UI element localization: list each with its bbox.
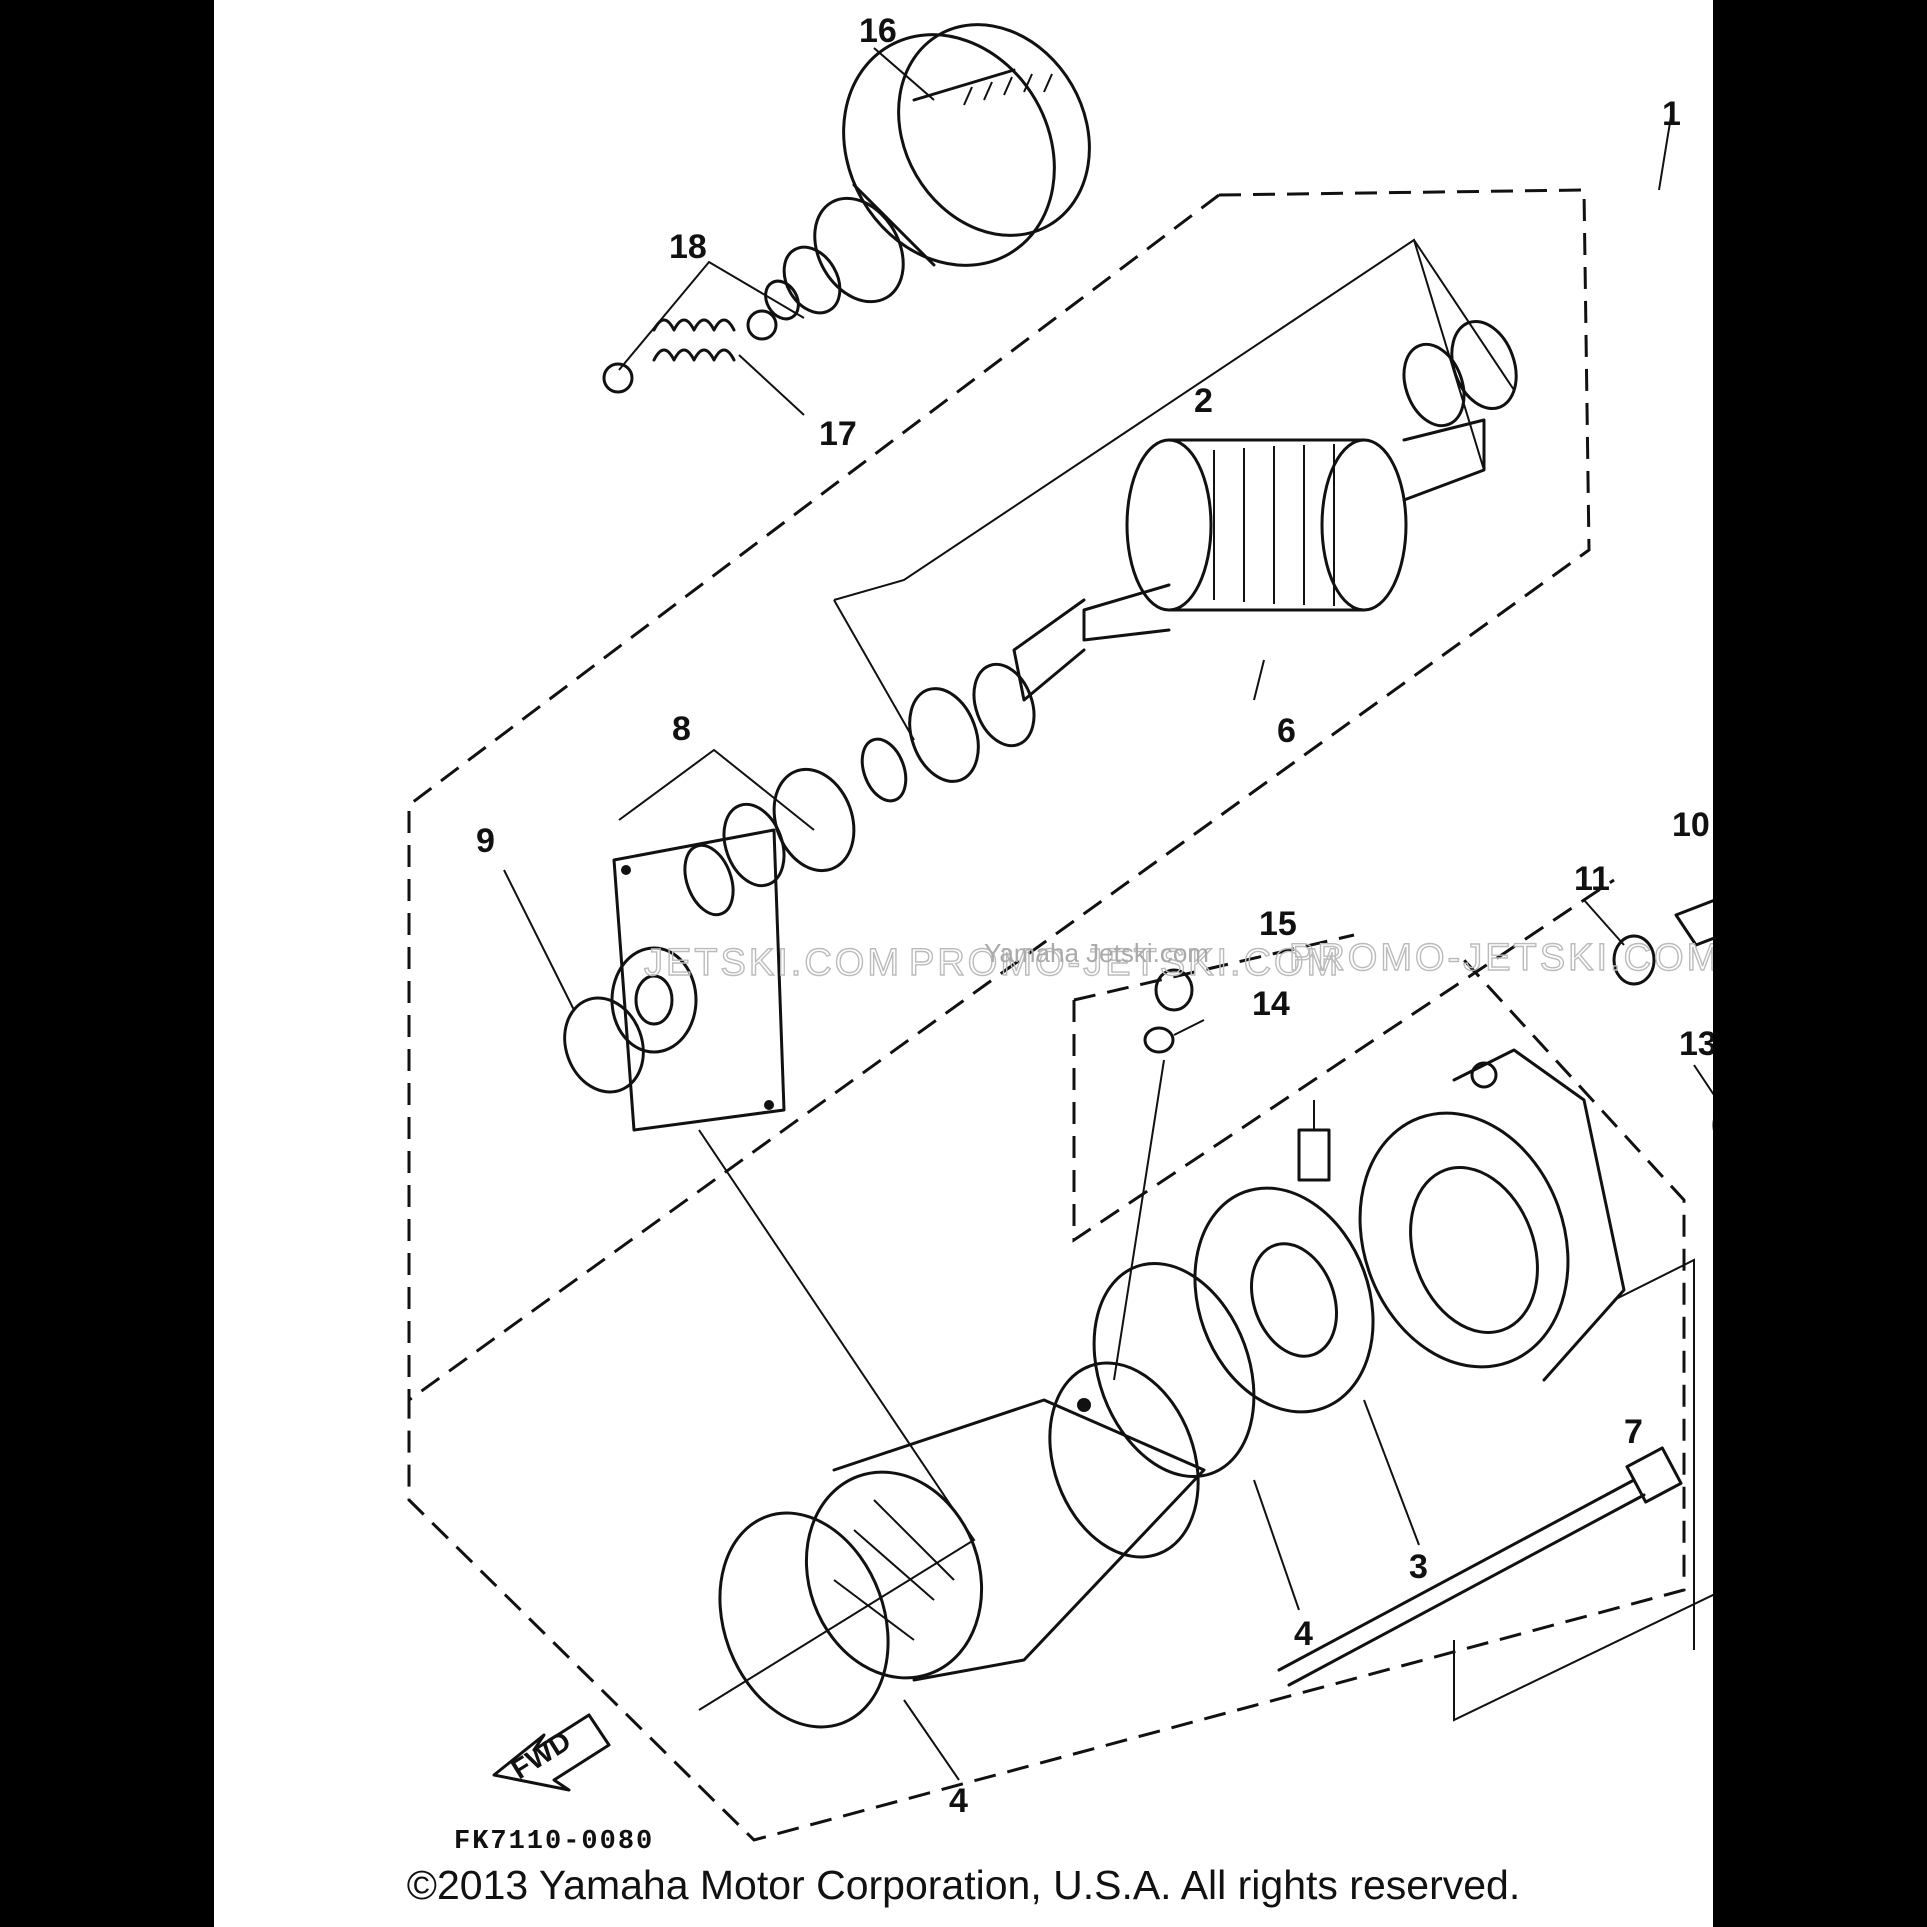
leader-11: [1583, 899, 1625, 946]
callout-4-rear: 4: [1294, 1615, 1313, 1653]
callout-9: 9: [476, 822, 495, 860]
part-9-o-ring: [563, 996, 645, 1094]
leader-14: [1113, 1059, 1165, 1381]
sub-boundary-14-15-top: [1073, 933, 1355, 1002]
part-4-yoke: [804, 1361, 1206, 1682]
leader-2: [833, 238, 1485, 601]
diagram-sheet: FWD JETSKI.COM PROMO-JETSKI.COM PROMO-JE…: [214, 0, 1713, 1927]
callout-14: 14: [1252, 985, 1290, 1023]
armature-washers: [683, 319, 1518, 917]
assembly-boundary-1-top: [407, 193, 1220, 1400]
callout-15: 15: [1259, 905, 1297, 943]
part-4-gasket-front: [718, 1511, 890, 1729]
callout-7: 7: [1624, 1413, 1643, 1451]
leader-4-fan: [698, 1129, 976, 1711]
callout-8: 8: [672, 710, 691, 748]
callout-10: 10: [1672, 806, 1710, 844]
callout-6: 6: [1277, 712, 1296, 750]
fwd-arrow: FWD: [492, 1713, 611, 1792]
part-17-spring: [652, 318, 736, 362]
part-code: FK7110-0080: [454, 1827, 654, 1857]
callout-16: 16: [859, 12, 897, 50]
part-14-washer: [1143, 1026, 1175, 1054]
sub-boundary-14-15: [1072, 878, 1615, 1243]
copyright-notice: ©2013 Yamaha Motor Corporation, U.S.A. A…: [406, 1862, 1521, 1908]
part-15-nut: [1154, 968, 1194, 1012]
leader-18: [618, 260, 805, 371]
assembly-boundary-1: [407, 188, 1686, 1842]
leader-8: [618, 748, 815, 831]
leader-9: [503, 869, 575, 1011]
part-10-bolt: [1674, 899, 1713, 947]
watermark-left: JETSKI.COM: [644, 942, 902, 984]
fwd-label: FWD: [506, 1725, 577, 1785]
part-16-drive-gear: [764, 23, 1091, 321]
callout-3: 3: [1409, 1548, 1428, 1586]
callout-2: 2: [1194, 382, 1213, 420]
part-18-washers: [602, 309, 778, 394]
leader-16: [873, 47, 935, 101]
leader-4-front: [903, 1699, 960, 1781]
part-11-washer: [1612, 934, 1656, 986]
leader-6: [1253, 659, 1265, 701]
leader-5: [1453, 1593, 1713, 1722]
watermark-faint: Yamaha Jetski.com: [984, 938, 1209, 968]
leader-14b: [1173, 1019, 1205, 1036]
part-3-brush-holder: [1193, 1100, 1375, 1414]
leader-13: [1693, 1064, 1713, 1096]
leader-17: [738, 354, 805, 416]
exploded-view-drawing: FWD JETSKI.COM PROMO-JETSKI.COM PROMO-JE…: [407, 12, 1713, 1857]
part-7-rear-cover: [1358, 1048, 1626, 1382]
part-5-through-bolt: [1277, 1446, 1683, 1687]
leader-2c: [1413, 239, 1515, 391]
callout-11: 11: [1574, 860, 1610, 898]
callout-18: 18: [669, 228, 707, 266]
part-4-gasket-rear: [1092, 1261, 1256, 1479]
callout-4-front: 4: [949, 1782, 968, 1820]
watermark-center: PROMO-JETSKI.COM: [909, 942, 1341, 984]
leader-7: [1613, 1258, 1695, 1650]
leader-4-rear: [1253, 1479, 1300, 1611]
leader-2b: [833, 599, 915, 741]
callout-13: 13: [1679, 1025, 1713, 1063]
watermark-right: PROMO-JETSKI.COM: [1289, 937, 1713, 979]
leader-1: [1658, 109, 1673, 191]
part-6-armature: [1012, 418, 1486, 702]
leader-3: [1363, 1399, 1420, 1546]
callout-17: 17: [819, 415, 857, 453]
